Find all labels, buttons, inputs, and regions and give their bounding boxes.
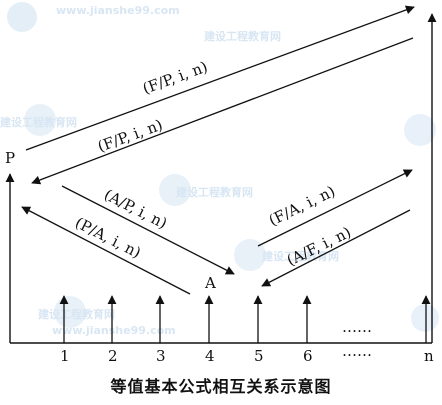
tick-label-4: 4 <box>205 347 215 365</box>
watermark-brand-3: 建设工程教育网 <box>176 185 253 199</box>
label-F-over-P-top: (F/P, i, n) <box>140 58 210 98</box>
tick-label-2: 2 <box>108 347 118 365</box>
watermark-logo-icon <box>24 104 56 136</box>
watermark-brand-1: 建设工程教育网 <box>204 29 281 43</box>
watermark-logo-icon <box>234 239 266 271</box>
watermark-brand-5: 建设工程教育网 <box>38 307 115 321</box>
arrow-P-over-A <box>21 206 191 295</box>
arrow-A-over-P <box>61 185 235 275</box>
tick-labels: 1 2 3 4 5 6 n <box>60 347 434 365</box>
diagram-caption: 等值基本公式相互关系示意图 <box>109 377 331 396</box>
watermark-logo-icon <box>159 174 191 206</box>
label-F-over-A: (F/A, i, n) <box>266 182 338 230</box>
watermark-domain-2: www.jianshe99.com <box>52 324 176 337</box>
tick-label-n: n <box>424 347 434 365</box>
arrow-A-over-F <box>261 209 411 287</box>
label-F-over-P-bottom: (F/P, i, n) <box>95 116 165 156</box>
arrow-F-over-P-bottom <box>31 37 414 185</box>
label-P-over-A: (P/A, i, n) <box>72 214 144 262</box>
tick-label-1: 1 <box>60 347 70 365</box>
watermark-brand-2: 建设工程教育网 <box>0 115 77 129</box>
arrow-F-over-A <box>257 169 413 247</box>
arrow-F-over-P-top <box>25 5 415 151</box>
annuity-arrows <box>59 295 431 343</box>
label-P: P <box>5 149 15 167</box>
tick-label-3: 3 <box>156 347 166 365</box>
watermark-domain-1: www.jianshe99.com <box>56 4 180 17</box>
watermark-group: www.jianshe99.com 建设工程教育网 建设工程教育网 建设工程教育… <box>0 2 439 337</box>
ellipsis-upper: …… <box>342 318 372 336</box>
label-A: A <box>204 274 216 292</box>
watermark-brand-4: 建设工程教育网 <box>262 249 339 263</box>
watermark-logo-icon <box>404 114 436 146</box>
watermark-logo-icon <box>411 304 439 332</box>
ellipsis-lower: …… <box>342 342 372 360</box>
tick-label-6: 6 <box>303 347 313 365</box>
tick-label-5: 5 <box>254 347 264 365</box>
watermark-logo-icon <box>7 2 37 32</box>
